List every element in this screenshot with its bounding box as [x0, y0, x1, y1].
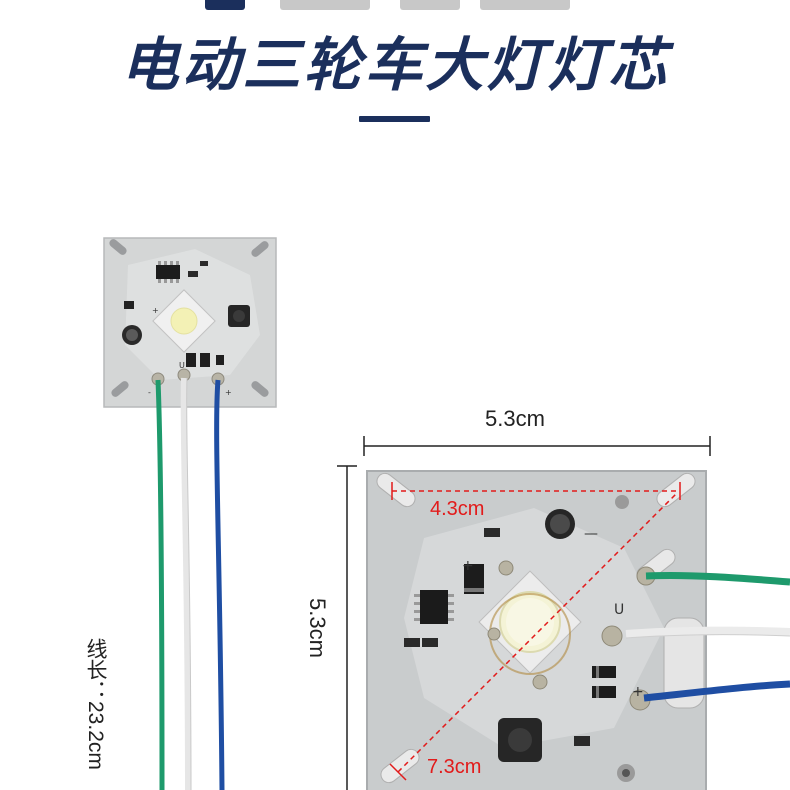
small-led-emitter — [170, 307, 198, 335]
large-ic-chip — [420, 590, 448, 624]
page-title: 电动三轮车大灯灯芯 — [120, 31, 670, 99]
small-print-minus: - — [148, 388, 151, 397]
small-board-wires — [155, 377, 225, 790]
large-print-plus: + — [462, 558, 474, 574]
large-led-board: + U + — — [366, 470, 707, 790]
large-wire-green — [645, 571, 790, 586]
large-print-plus-2: + — [632, 684, 644, 700]
small-print-plus: + — [152, 306, 159, 315]
large-print-minus: — — [584, 526, 598, 542]
width-dimension-label: 5.3cm — [485, 406, 545, 431]
small-led-board: + U + - — [103, 237, 277, 408]
large-wire-blue — [643, 680, 790, 702]
hole-spacing-label: 4.3cm — [430, 498, 485, 520]
height-dimension-label: 5.3cm — [305, 598, 330, 658]
small-print-u: U — [179, 361, 185, 370]
small-print-plus-2: + — [225, 388, 232, 397]
title-underline — [359, 116, 430, 122]
diagonal-line — [397, 491, 679, 773]
small-wire-white — [180, 377, 191, 790]
large-wire-white — [625, 626, 790, 638]
small-ic-chip — [156, 265, 180, 279]
diagonal-label: 7.3cm — [427, 756, 482, 778]
large-board-wires — [625, 571, 790, 702]
large-pad-mid — [601, 625, 623, 647]
small-wire-blue — [214, 379, 225, 790]
cropped-top-banner — [0, 0, 790, 14]
wire-length-label: 线长：23.2cm — [84, 638, 107, 770]
large-print-u: U — [614, 602, 624, 618]
small-wire-green — [155, 379, 165, 790]
